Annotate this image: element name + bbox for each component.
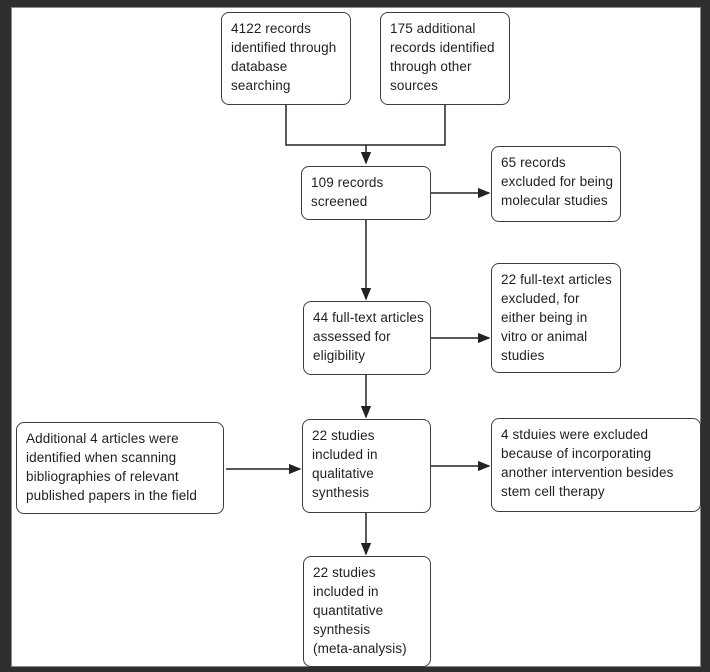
box-records-other-sources: 175 additional records identified throug… (380, 12, 510, 105)
box-fulltext-assessed: 44 full-text articles assessed for eligi… (303, 301, 431, 375)
box-records-database: 4122 records identified through database… (221, 12, 351, 105)
box-qualitative-synthesis: 22 studies included in qualitative synth… (302, 419, 431, 513)
box-quantitative-synthesis: 22 studies included in quantitative synt… (303, 556, 431, 667)
box-excluded-molecular-studies: 65 records excluded for being molecular … (491, 146, 621, 222)
box-excluded-other-intervention: 4 stduies were excluded because of incor… (491, 418, 701, 512)
box-additional-bibliography-articles: Additional 4 articles were identified wh… (16, 422, 224, 514)
connector-merge-top (285, 105, 446, 146)
box-fulltext-excluded: 22 full-text articles excluded, for eith… (491, 263, 621, 373)
box-records-screened: 109 records screened (301, 166, 431, 220)
flowchart-canvas: 4122 records identified through database… (11, 7, 701, 667)
